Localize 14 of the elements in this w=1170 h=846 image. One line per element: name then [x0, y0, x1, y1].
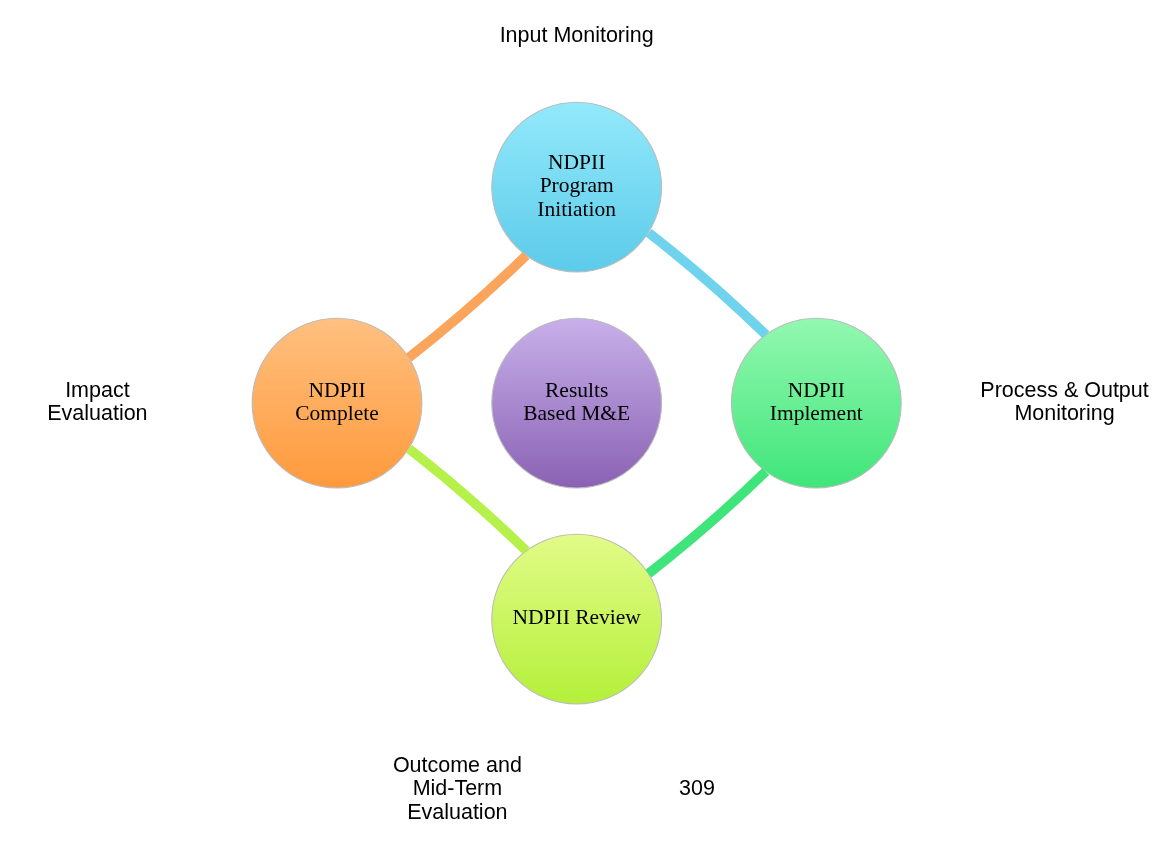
node-circle: NDPII Program Initiation	[491, 101, 663, 272]
connector	[405, 251, 530, 361]
connector	[645, 467, 770, 577]
node-circle: NDPII Implement	[730, 317, 902, 488]
node-circle: Results Based M&E	[491, 317, 663, 488]
label: Process & Output Monitoring	[980, 377, 1149, 425]
label: Outcome and Mid-Term Evaluation	[392, 752, 522, 824]
connector	[645, 228, 770, 338]
node-circle: NDPII Review	[491, 533, 663, 704]
label: 309	[679, 775, 715, 800]
node-circle: NDPII Complete	[251, 317, 423, 488]
label: Impact Evaluation	[47, 377, 148, 425]
connector	[406, 444, 530, 554]
label: Input Monitoring	[499, 22, 654, 47]
